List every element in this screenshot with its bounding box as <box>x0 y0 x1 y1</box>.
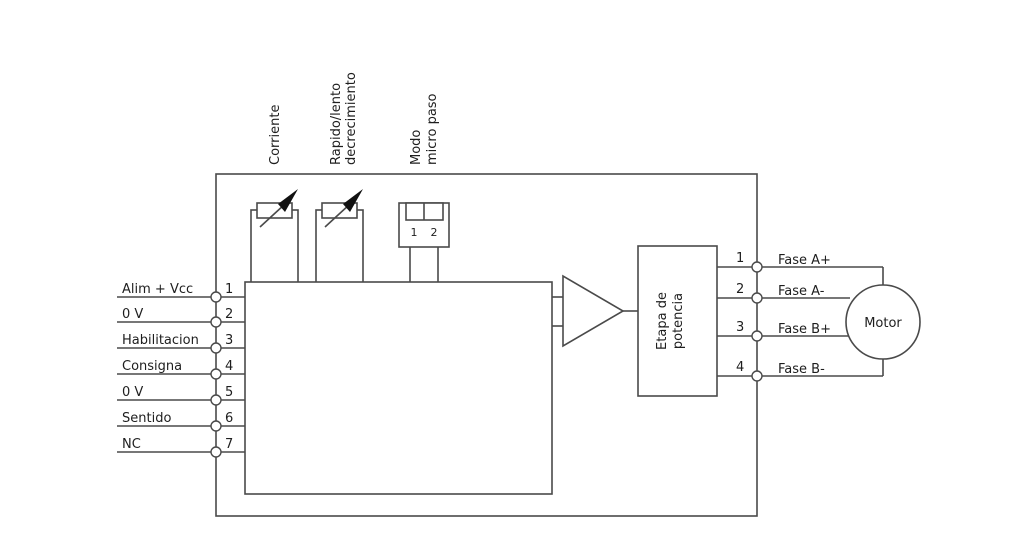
dip-label-2: 2 <box>431 226 438 239</box>
adjust-arrow-icon <box>324 203 351 228</box>
input-pin-number: 6 <box>225 411 233 426</box>
terminal-connector-icon <box>210 342 222 354</box>
arrowhead-icon <box>343 189 363 212</box>
dip-label-1: 1 <box>411 226 418 239</box>
input-terminal-4[interactable]: Consigna 4 <box>117 359 245 380</box>
dip-switch-micro-paso[interactable]: 1 2 <box>398 202 450 283</box>
potentiometer-decrecimiento[interactable] <box>315 189 364 284</box>
svg-text:Rapido/lento: Rapido/lento <box>329 83 344 165</box>
terminal-connector-icon <box>210 368 222 380</box>
input-terminal-5[interactable]: 0 V 5 <box>117 385 245 406</box>
output-pin-number: 1 <box>736 251 744 266</box>
input-pin-number: 3 <box>225 333 233 348</box>
input-terminal-1[interactable]: Alim + Vcc 1 <box>117 282 245 303</box>
terminal-connector-icon <box>210 446 222 458</box>
input-label: Habilitacion <box>122 333 199 348</box>
terminal-connector-icon <box>751 261 763 273</box>
potentiometer-corriente[interactable] <box>250 189 299 284</box>
input-pin-number: 1 <box>225 282 233 297</box>
output-terminal-1[interactable]: 1 Fase A+ <box>717 251 884 285</box>
power-stage-label-1: Etapa de <box>655 292 670 350</box>
input-terminal-7[interactable]: NC 7 <box>117 437 245 458</box>
control-logic-block <box>244 281 553 495</box>
input-terminal-6[interactable]: Sentido 6 <box>117 411 245 432</box>
input-pin-number: 5 <box>225 385 233 400</box>
output-label: Fase A- <box>778 284 825 299</box>
power-stage-block <box>637 245 718 397</box>
adjust-arrow-icon <box>259 203 286 228</box>
output-label: Fase B+ <box>778 322 831 337</box>
output-terminal-2[interactable]: 2 Fase A- <box>717 282 850 304</box>
label-modo-micro-paso: Modo micro paso <box>409 93 440 165</box>
svg-text:decrecimiento: decrecimiento <box>344 72 359 165</box>
input-label: Alim + Vcc <box>122 282 193 297</box>
input-label: 0 V <box>122 307 143 322</box>
input-pin-number: 2 <box>225 307 233 322</box>
terminal-connector-icon <box>751 292 763 304</box>
motor-circle <box>845 284 921 360</box>
output-label: Fase A+ <box>778 253 831 268</box>
terminal-connector-icon <box>210 316 222 328</box>
svg-text:Modo: Modo <box>409 130 424 165</box>
input-pin-number: 4 <box>225 359 233 374</box>
motor: Motor <box>845 284 921 360</box>
output-terminal-4[interactable]: 4 Fase B- <box>717 359 884 382</box>
output-pin-number: 4 <box>736 360 744 375</box>
terminal-connector-icon <box>210 394 222 406</box>
input-label: Consigna <box>122 359 182 374</box>
output-terminal-3[interactable]: 3 Fase B+ <box>717 320 850 342</box>
motor-label: Motor <box>864 316 902 331</box>
input-label: Sentido <box>122 411 171 426</box>
output-label: Fase B- <box>778 362 825 377</box>
input-label: 0 V <box>122 385 143 400</box>
terminal-connector-icon <box>210 420 222 432</box>
svg-text:Corriente: Corriente <box>268 105 283 165</box>
terminal-connector-icon <box>751 370 763 382</box>
output-pin-number: 2 <box>736 282 744 297</box>
output-pin-number: 3 <box>736 320 744 335</box>
input-terminal-2[interactable]: 0 V 2 <box>117 307 245 328</box>
label-rapido-lento: Rapido/lento decrecimiento <box>329 72 359 165</box>
power-stage-label-2: potencia <box>671 293 686 349</box>
output-terminals: 1 Fase A+ 2 Fase A- 3 Fase B+ 4 Fase B- <box>717 251 884 382</box>
svg-text:micro paso: micro paso <box>425 93 440 165</box>
amplifier-symbol <box>562 274 625 348</box>
terminal-connector-icon <box>210 291 222 303</box>
label-corriente: Corriente <box>268 105 283 165</box>
input-pin-number: 7 <box>225 437 233 452</box>
input-terminal-3[interactable]: Habilitacion 3 <box>117 333 245 354</box>
terminal-connector-icon <box>751 330 763 342</box>
input-label: NC <box>122 437 141 452</box>
arrowhead-icon <box>278 189 298 212</box>
